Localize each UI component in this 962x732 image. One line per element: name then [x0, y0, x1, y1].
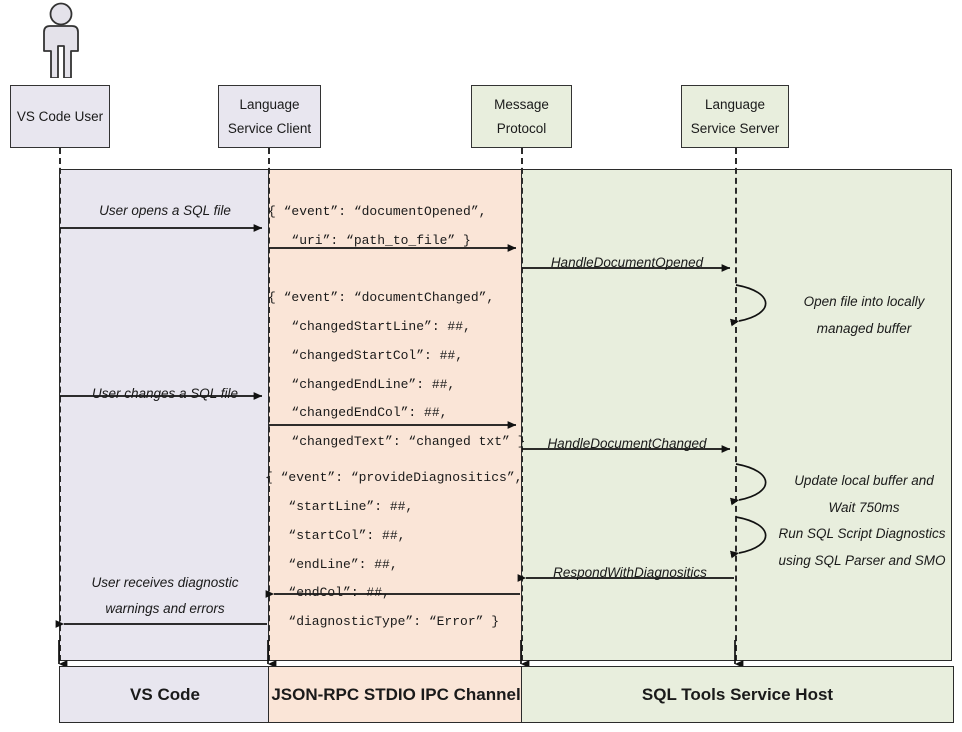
lifeline-user [59, 148, 61, 661]
note-run-sql-script-diagnostics: Run SQL Script Diagnostics using SQL Par… [778, 526, 946, 568]
participant-message-protocol[interactable]: Message Protocol [471, 85, 572, 148]
footer-vs-code[interactable]: VS Code [59, 666, 271, 723]
participant-vs-code-user[interactable]: VS Code User [10, 85, 110, 148]
note-update-buffer-wait: Update local buffer and Wait 750ms [794, 473, 934, 515]
participant-label-line1: Message [494, 96, 549, 112]
message-handle-document-opened: HandleDocumentOpened [550, 255, 704, 270]
participant-label-line1: Language [239, 96, 300, 112]
participant-label-line2: Service Client [227, 120, 312, 136]
lifeline-proto [521, 148, 523, 661]
footer-label: SQL Tools Service Host [641, 684, 834, 704]
message-user-opens-sql-file: User opens a SQL file [99, 203, 231, 218]
lifeline-client [268, 148, 270, 661]
payload-document-opened: { “event”: “documentOpened”, “uri”: “pat… [268, 204, 487, 248]
footer-label: VS Code [130, 684, 200, 704]
footer-label: JSON-RPC STDIO IPC Channel [271, 684, 521, 704]
payload-provide-diagnostics: { “event”: “provideDiagnositics”, “start… [265, 470, 523, 630]
message-handle-document-changed: HandleDocumentChanged [547, 436, 707, 451]
payload-document-changed: { “event”: “documentChanged”, “changedSt… [268, 290, 525, 450]
ipc-band [268, 169, 522, 661]
vscode-band [59, 169, 269, 661]
participant-language-service-server[interactable]: Language Service Server [681, 85, 789, 148]
message-user-changes-sql-file: User changes a SQL file [91, 386, 239, 401]
lifeline-server [735, 148, 737, 661]
message-user-receives-diagnostics: User receives diagnostic warnings and er… [91, 575, 239, 617]
footer-ipc-channel[interactable]: JSON-RPC STDIO IPC Channel [268, 666, 524, 723]
vs-code-user-actor-icon [43, 2, 79, 78]
participant-label: VS Code User [16, 108, 104, 124]
participant-label-line1: Language [704, 96, 766, 112]
footer-service-host[interactable]: SQL Tools Service Host [521, 666, 954, 723]
note-open-file-into-buffer: Open file into locally managed buffer [803, 294, 925, 336]
participant-label-line2: Service Server [690, 120, 780, 136]
participant-label-line2: Protocol [496, 120, 547, 136]
participant-language-service-client[interactable]: Language Service Client [218, 85, 321, 148]
message-respond-with-diagnostics: RespondWithDiagnositics [553, 565, 707, 580]
